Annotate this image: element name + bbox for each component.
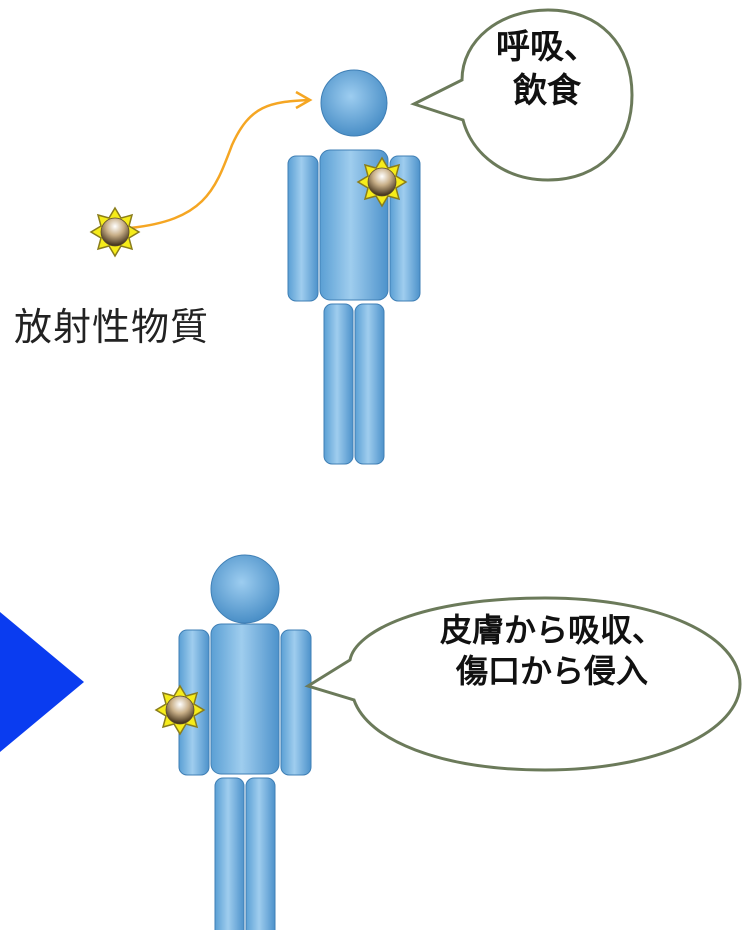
bubble-line: 飲食 [513, 70, 581, 111]
bubble-line: 呼吸、 [496, 27, 598, 67]
bubble-line: 傷口から侵入 [455, 651, 648, 690]
radioactive-material-label: 放射性物質 [14, 305, 210, 349]
intake-path-arrow [129, 90, 313, 230]
skin-wound-text: 皮膚から吸収、 傷口から侵入 [372, 610, 732, 692]
bubble-line: 皮膚から吸収、 [439, 611, 664, 649]
radioactive-particle-icon [90, 207, 140, 257]
blue-play-triangle-icon [0, 612, 84, 752]
speech-bubble-icon [410, 8, 634, 182]
speech-bubble-icon [304, 596, 742, 772]
inhalation-ingestion-text: 呼吸、 飲食 [462, 26, 632, 113]
radioactive-particle-icon [357, 157, 407, 207]
human-figure-top [287, 69, 421, 465]
human-figure-bottom [178, 554, 312, 930]
radioactive-particle-icon [155, 685, 205, 735]
